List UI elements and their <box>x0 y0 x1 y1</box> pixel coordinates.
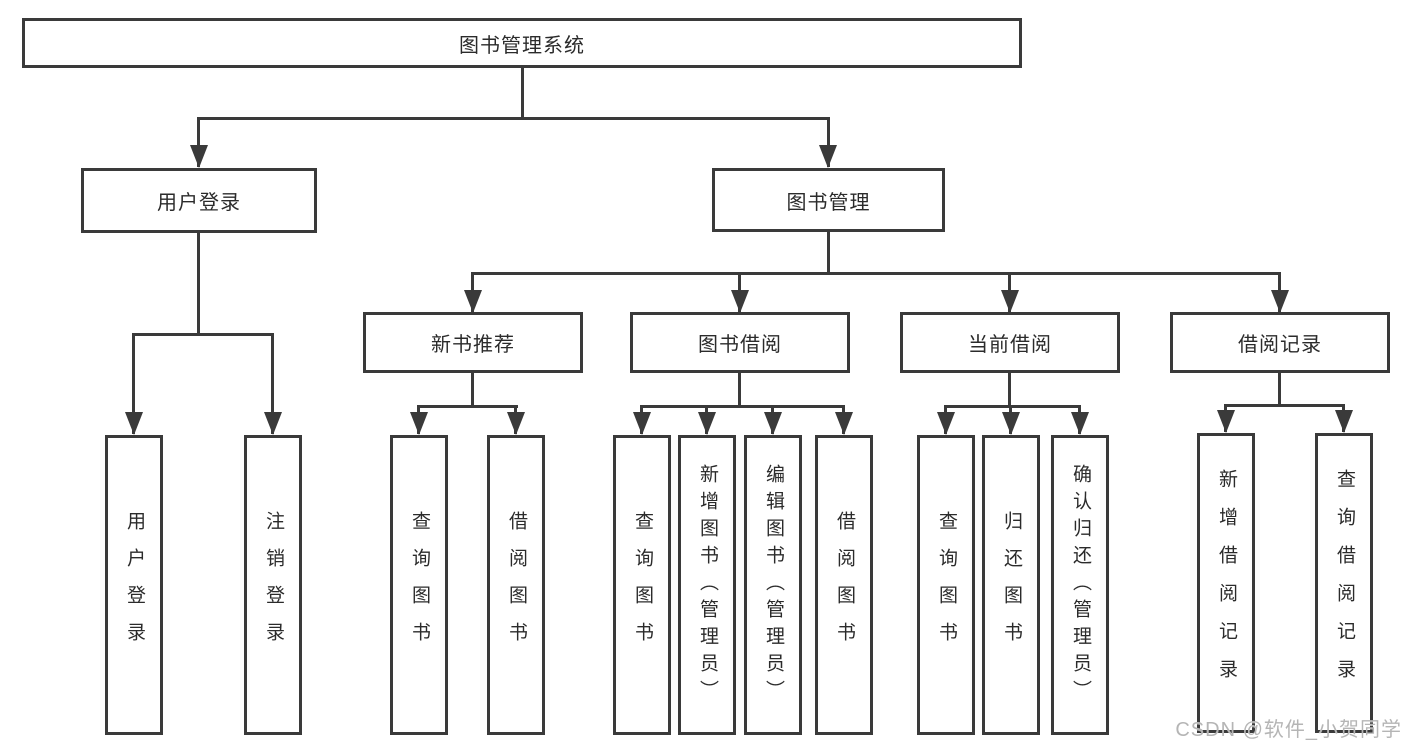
node-borrow-record: 借阅记录 <box>1170 312 1390 373</box>
leaf-logout: 注销登录 <box>244 435 302 735</box>
connector-line <box>197 117 200 167</box>
connector-line <box>1225 404 1345 407</box>
node-book-management: 图书管理 <box>712 168 945 232</box>
leaf-query-borrow-record-label: 查询借阅记录 <box>1333 469 1355 697</box>
connector-line <box>418 405 518 408</box>
arrow-down-icon <box>835 412 853 435</box>
connector-line <box>827 232 830 275</box>
connector-line <box>521 67 524 119</box>
node-new-book-recommend-label: 新书推荐 <box>431 334 515 356</box>
connector-line <box>827 117 830 167</box>
arrow-down-icon <box>698 412 716 435</box>
leaf-borrow-book-recommend-label: 借阅图书 <box>505 511 527 659</box>
csdn-watermark: CSDN @软件_小贺同学 <box>1175 719 1402 741</box>
leaf-borrow-book-label: 借阅图书 <box>833 511 855 659</box>
connector-line <box>197 233 200 336</box>
leaf-confirm-return-admin: 确认归还（管理员） <box>1051 435 1109 735</box>
leaf-logout-label: 注销登录 <box>262 511 284 659</box>
leaf-query-book-current: 查询图书 <box>917 435 975 735</box>
leaf-query-book-recommend: 查询图书 <box>390 435 448 735</box>
connector-line <box>471 373 474 408</box>
arrow-down-icon <box>1002 412 1020 435</box>
arrow-down-icon <box>937 412 955 435</box>
leaf-return-book: 归还图书 <box>982 435 1040 735</box>
connector-line <box>133 333 273 336</box>
leaf-borrow-book-recommend: 借阅图书 <box>487 435 545 735</box>
node-current-borrow-label: 当前借阅 <box>968 334 1052 356</box>
leaf-confirm-return-admin-label: 确认归还（管理员） <box>1069 463 1091 707</box>
connector-line <box>198 117 830 120</box>
leaf-query-book-borrow: 查询图书 <box>613 435 671 735</box>
leaf-query-book-recommend-label: 查询图书 <box>408 511 430 659</box>
node-user-login: 用户登录 <box>81 168 317 233</box>
arrow-down-icon <box>125 412 143 435</box>
arrow-down-icon <box>764 412 782 435</box>
leaf-edit-book-admin-label: 编辑图书（管理员） <box>762 463 784 707</box>
node-root-system: 图书管理系统 <box>22 18 1022 68</box>
leaf-return-book-label: 归还图书 <box>1000 511 1022 659</box>
node-book-borrow: 图书借阅 <box>630 312 850 373</box>
arrow-down-icon <box>633 412 651 435</box>
node-current-borrow: 当前借阅 <box>900 312 1120 373</box>
leaf-query-book-current-label: 查询图书 <box>935 511 957 659</box>
leaf-query-borrow-record: 查询借阅记录 <box>1315 433 1373 733</box>
leaf-add-borrow-record: 新增借阅记录 <box>1197 433 1255 733</box>
leaf-user-login-label: 用户登录 <box>123 511 145 659</box>
leaf-add-book-admin-label: 新增图书（管理员） <box>696 463 718 707</box>
node-book-management-label: 图书管理 <box>786 191 871 214</box>
connector-line <box>271 333 274 434</box>
connector-line <box>1008 373 1011 408</box>
arrow-down-icon <box>1217 410 1235 433</box>
leaf-add-borrow-record-label: 新增借阅记录 <box>1215 469 1237 697</box>
leaf-user-login: 用户登录 <box>105 435 163 735</box>
leaf-borrow-book: 借阅图书 <box>815 435 873 735</box>
connector-line <box>641 405 844 408</box>
arrow-down-icon <box>464 290 482 313</box>
arrow-down-icon <box>731 290 749 313</box>
arrow-down-icon <box>264 412 282 435</box>
connector-line <box>945 405 1081 408</box>
node-book-borrow-label: 图书借阅 <box>698 334 782 356</box>
node-new-book-recommend: 新书推荐 <box>363 312 583 373</box>
node-borrow-record-label: 借阅记录 <box>1238 334 1322 356</box>
leaf-edit-book-admin: 编辑图书（管理员） <box>744 435 802 735</box>
arrow-down-icon <box>190 145 208 168</box>
node-root-label: 图书管理系统 <box>459 34 585 57</box>
connector-line <box>1278 373 1281 407</box>
arrow-down-icon <box>819 145 837 168</box>
arrow-down-icon <box>1001 290 1019 313</box>
arrow-down-icon <box>1071 412 1089 435</box>
leaf-add-book-admin: 新增图书（管理员） <box>678 435 736 735</box>
arrow-down-icon <box>1335 410 1353 433</box>
connector-line <box>132 333 135 434</box>
arrow-down-icon <box>410 412 428 435</box>
arrow-down-icon <box>1271 290 1289 313</box>
connector-line <box>472 272 1280 275</box>
leaf-query-book-borrow-label: 查询图书 <box>631 511 653 659</box>
connector-line <box>738 373 741 408</box>
arrow-down-icon <box>507 412 525 435</box>
node-user-login-label: 用户登录 <box>157 192 241 214</box>
